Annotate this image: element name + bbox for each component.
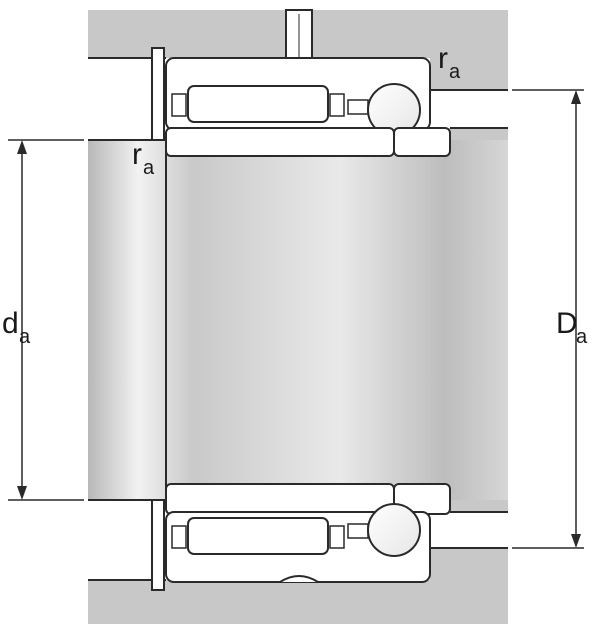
label-main: d bbox=[2, 307, 19, 340]
needle-roller-top bbox=[187, 85, 329, 123]
inner-ring-top bbox=[165, 127, 395, 157]
dimension-da bbox=[8, 139, 84, 501]
retaining-washer-top bbox=[151, 47, 165, 141]
inner-ring-top-ball bbox=[393, 127, 451, 157]
label-main: D bbox=[556, 307, 578, 340]
label-sub: a bbox=[576, 326, 588, 348]
label-outer-diameter: D a bbox=[556, 307, 588, 348]
bearing-top-section bbox=[165, 57, 451, 157]
needle-roller-bottom bbox=[187, 517, 329, 555]
label-fillet-radius-top: r a bbox=[438, 42, 461, 83]
label-sub: a bbox=[143, 157, 155, 179]
ball-bottom bbox=[367, 503, 421, 557]
retaining-washer-bottom bbox=[151, 499, 165, 591]
bearing-bottom-section bbox=[165, 483, 451, 583]
label-main: r bbox=[438, 42, 448, 75]
label-bore-diameter: d a bbox=[2, 307, 31, 348]
dimension-Da bbox=[512, 89, 584, 549]
shaft bbox=[88, 128, 508, 512]
inner-ring-bottom bbox=[165, 483, 395, 515]
label-sub: a bbox=[449, 61, 461, 83]
label-fillet-radius-left: r a bbox=[132, 138, 155, 179]
label-main: r bbox=[132, 138, 142, 171]
label-sub: a bbox=[19, 326, 31, 348]
